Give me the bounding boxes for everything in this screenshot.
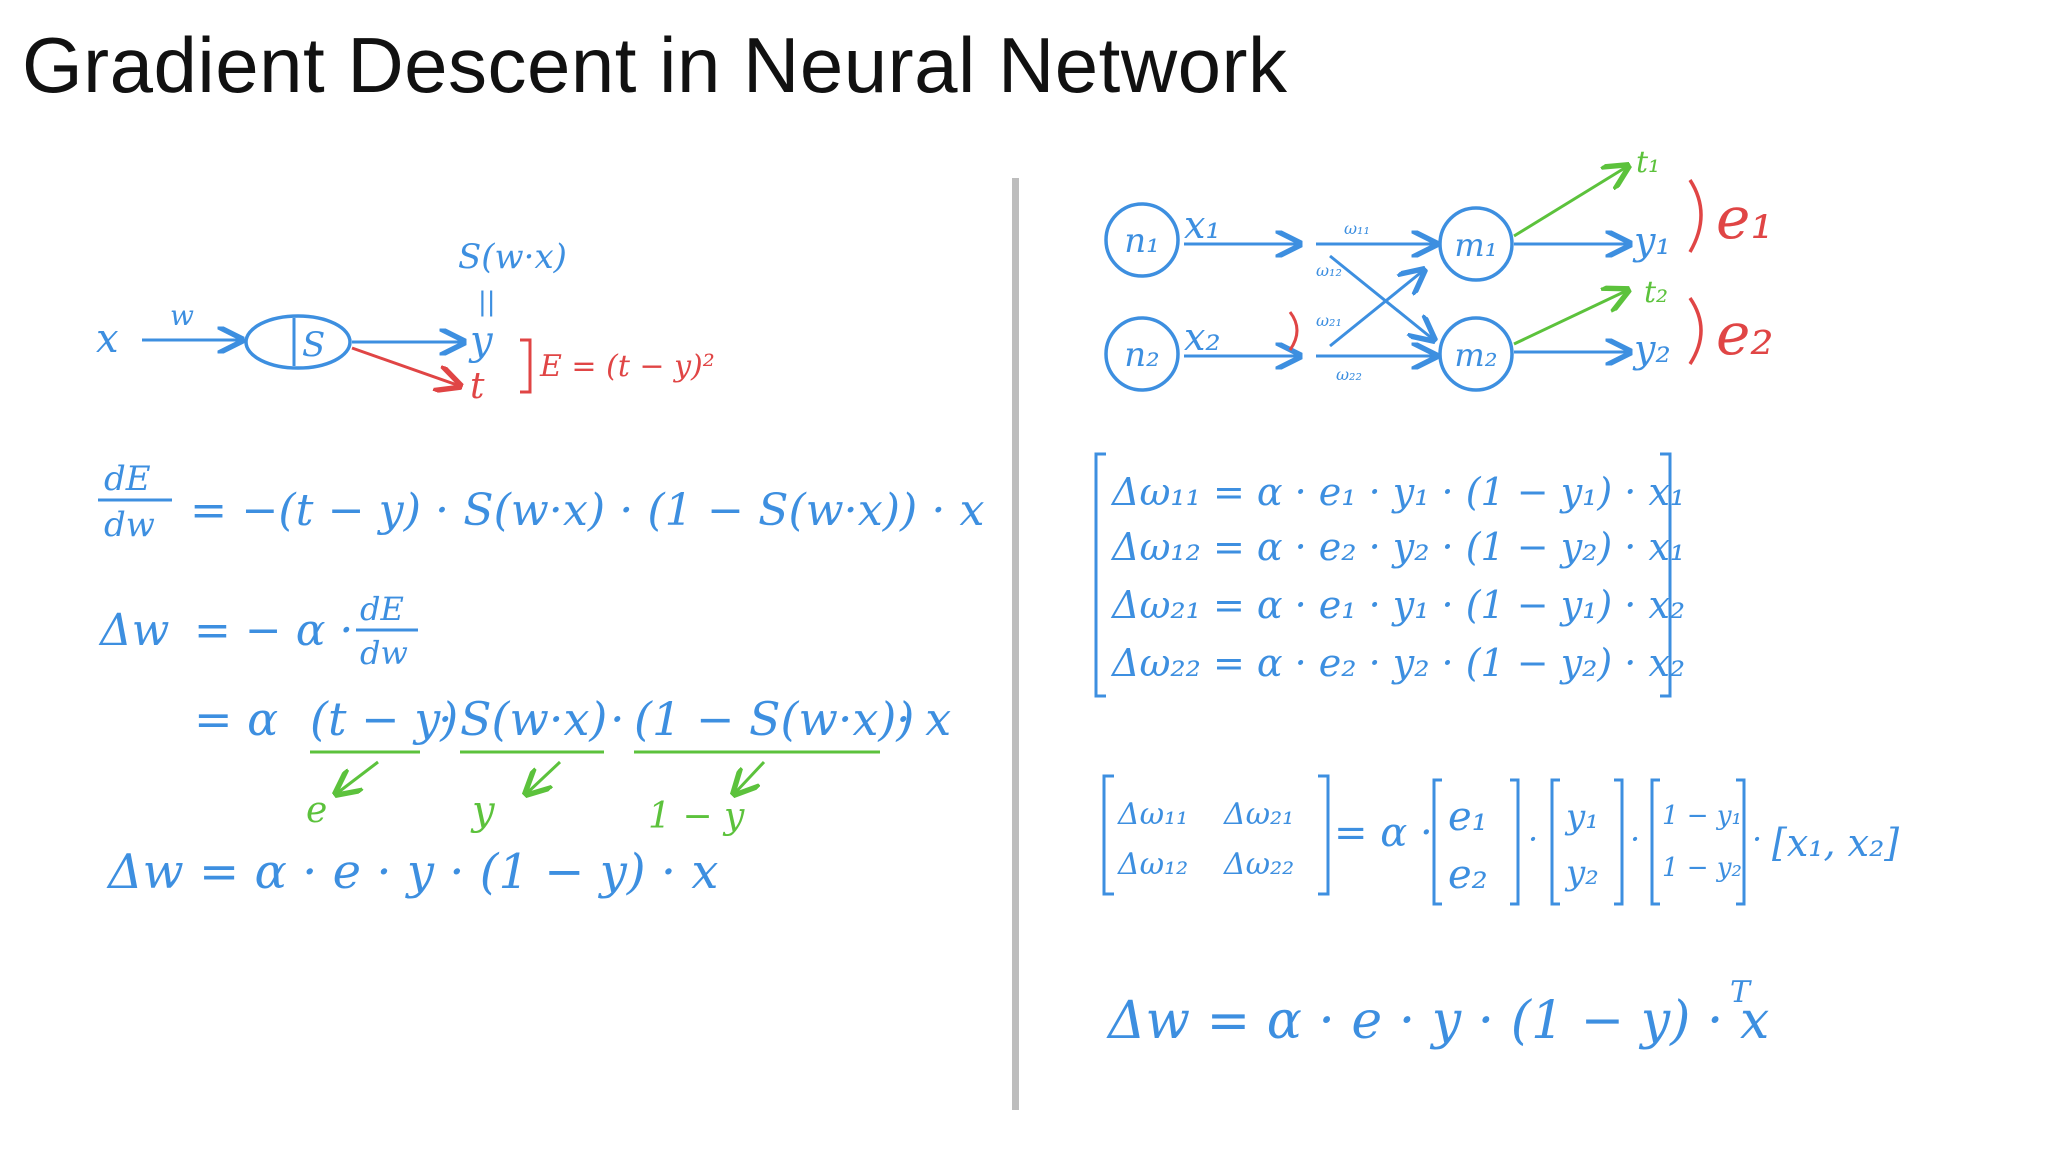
substitute-e: e xyxy=(306,790,327,831)
error-bracket xyxy=(520,338,532,394)
term-sigmoid: S(w·x) xyxy=(460,692,607,746)
derivative-rhs: = −(t − y) · S(w·x) · (1 − S(w·x)) · x xyxy=(190,485,985,536)
neuron-s-label: S xyxy=(302,325,325,365)
term-error: (t − y) xyxy=(310,692,458,746)
svg-text:e₂: e₂ xyxy=(1448,852,1488,898)
output-y2: y₂ xyxy=(1632,327,1671,371)
svg-text:·: · xyxy=(438,692,453,746)
svg-text:y₂: y₂ xyxy=(1564,853,1599,893)
input-x-label: x xyxy=(96,316,119,362)
sigmoid-expression: S(w·x) xyxy=(458,237,567,277)
svg-text:·: · xyxy=(1630,820,1640,858)
x-row-vector: [x₁, x₂] xyxy=(1772,821,1899,865)
svg-text:Δω₂₁: Δω₂₁ xyxy=(1223,797,1294,832)
svg-text:m₂: m₂ xyxy=(1454,336,1497,374)
page-title: Gradient Descent in Neural Network xyxy=(22,21,1288,109)
update-row: Δω₁₂ = α · e₂ · y₂ · (1 − y₂) · x₁ xyxy=(1110,525,1685,569)
output-y1: y₁ xyxy=(1632,219,1671,263)
two-layer-network-diagram: n₁ n₂ m₁ m₂ x₁ x₂ ω₁₁ ω₁₂ ω₂₁ ω₂₂ y₁ y₂ … xyxy=(1104,145,1774,392)
target-arrow xyxy=(351,346,460,386)
single-neuron-diagram: x w S S(w·x) || y t E = (t − y)² xyxy=(96,237,715,407)
term-derivative: (1 − S(w·x)) xyxy=(634,692,914,746)
target-t-label: t xyxy=(470,366,485,407)
weight-w-label: w xyxy=(170,299,194,332)
svg-text:Δω₁₂: Δω₁₂ xyxy=(1117,847,1188,882)
svg-text:dE: dE xyxy=(360,590,404,628)
substitute-one-minus-y: 1 − y xyxy=(648,796,745,837)
svg-text:= α ·: = α · xyxy=(1334,810,1433,856)
svg-text:·: · xyxy=(1528,820,1538,858)
svg-text:Δω₂₂: Δω₂₂ xyxy=(1223,847,1294,882)
transpose-sup: T xyxy=(1730,975,1752,1010)
error-e2: e₂ xyxy=(1716,300,1774,368)
svg-text:y₁: y₁ xyxy=(1564,797,1599,837)
svg-text:Δω₁₁: Δω₁₁ xyxy=(1117,797,1188,832)
node-m2 xyxy=(1438,316,1514,392)
input-x2: x₂ xyxy=(1184,315,1221,359)
svg-text:n₁: n₁ xyxy=(1124,221,1160,261)
svg-text:dE: dE xyxy=(104,459,151,499)
svg-text:dw: dw xyxy=(104,505,155,545)
svg-text:·: · xyxy=(1752,820,1762,858)
neuron-unit xyxy=(244,314,352,370)
output-y-label: y xyxy=(468,318,494,364)
svg-text:= α: = α xyxy=(194,692,278,746)
weight-w11: ω₁₁ xyxy=(1344,219,1370,238)
weight-w22: ω₂₂ xyxy=(1336,365,1362,384)
target-t1: t₁ xyxy=(1636,145,1660,180)
svg-text:n₂: n₂ xyxy=(1124,335,1160,375)
matrix-form-equation: Δω₁₁ Δω₂₁ Δω₁₂ Δω₂₂ = α · e₁ e₂ · y₁ y₂ … xyxy=(1102,774,1899,906)
svg-text:Δw: Δw xyxy=(98,605,169,656)
update-row: Δω₂₂ = α · e₂ · y₂ · (1 − y₂) · x₂ xyxy=(1110,641,1685,685)
node-n1 xyxy=(1104,202,1180,278)
svg-text:·: · xyxy=(610,692,625,746)
svg-text:= − α ·: = − α · xyxy=(194,605,353,656)
error-definition: E = (t − y)² xyxy=(539,349,715,384)
right-final-equation: Δw = α · e · y · (1 − y) · x T xyxy=(1106,975,1769,1051)
node-m1 xyxy=(1438,206,1514,282)
weight-update-equations: Δω₁₁ = α · e₁ · y₁ · (1 − y₁) · x₁ Δω₁₂ … xyxy=(1094,452,1685,698)
weight-w12: ω₁₂ xyxy=(1316,261,1342,280)
column-divider xyxy=(1012,178,1019,1110)
update-row: Δω₂₁ = α · e₁ · y₁ · (1 − y₁) · x₂ xyxy=(1110,583,1685,627)
svg-text:m₁: m₁ xyxy=(1454,226,1497,264)
weight-w21: ω₂₁ xyxy=(1316,311,1342,330)
target-t2: t₂ xyxy=(1644,275,1668,310)
weight-update-derivation: Δw = − α · dE dw = α (t − y) · S(w·x) · … xyxy=(98,590,951,900)
svg-text:Δw = α · e · y · (1 − y) · x: Δw = α · e · y · (1 − y) · x xyxy=(1106,991,1769,1051)
error-e1: e₁ xyxy=(1716,184,1774,252)
update-row: Δω₁₁ = α · e₁ · y₁ · (1 − y₁) · x₁ xyxy=(1110,470,1685,514)
equals-mark: || xyxy=(478,287,496,317)
svg-text:1 − y₁: 1 − y₁ xyxy=(1662,801,1742,831)
term-x: · x xyxy=(896,692,951,746)
left-final-equation: Δw = α · e · y · (1 − y) · x xyxy=(106,844,718,900)
substitute-y: y xyxy=(470,788,496,834)
input-x1: x₁ xyxy=(1184,203,1221,247)
node-n2 xyxy=(1104,316,1180,392)
derivative-equation: dE dw = −(t − y) · S(w·x) · (1 − S(w·x))… xyxy=(98,459,985,545)
svg-text:e₁: e₁ xyxy=(1448,794,1488,840)
svg-text:dw: dw xyxy=(360,634,408,672)
svg-text:1 − y₂: 1 − y₂ xyxy=(1662,853,1742,883)
